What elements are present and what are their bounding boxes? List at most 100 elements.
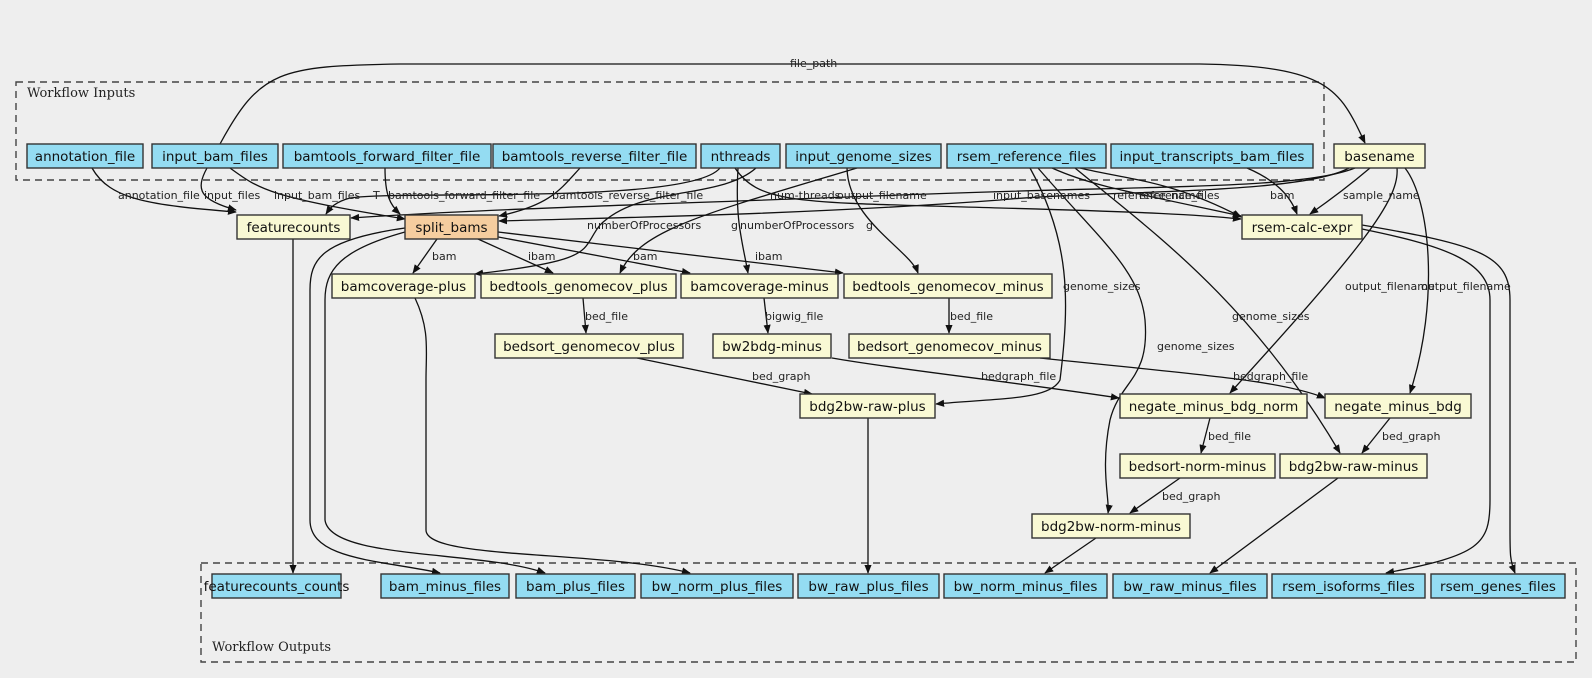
node-box[interactable] [1279, 453, 1428, 479]
node-bdg2bw-raw-plus[interactable]: bdg2bw-raw-plus [799, 393, 936, 419]
node-label: bw2bdg-minus [722, 339, 822, 355]
node-box[interactable] [1333, 143, 1426, 169]
node-label: bw_norm_minus_files [954, 579, 1098, 595]
edge-bedsort_genomecov_minus-to-negate_minus_bdg [1039, 357, 1326, 399]
node-basename[interactable]: basename [1333, 143, 1426, 169]
edge-label: bedgraph_file [981, 370, 1056, 383]
node-box[interactable] [943, 573, 1108, 599]
node-input_bam_files[interactable]: input_bam_files [151, 143, 279, 169]
edge-label: numberOfProcessors [740, 219, 854, 232]
node-rsem_genes_files[interactable]: rsem_genes_files [1430, 573, 1566, 599]
edge-label: bed_file [585, 310, 628, 323]
node-label: bamcoverage-plus [341, 279, 466, 295]
node-bdg2bw-raw-minus[interactable]: bdg2bw-raw-minus [1279, 453, 1428, 479]
node-bw_norm_plus_files[interactable]: bw_norm_plus_files [640, 573, 794, 599]
node-box[interactable] [848, 333, 1051, 359]
edge-label: genome_sizes [1157, 340, 1235, 353]
node-label: bdg2bw-raw-plus [809, 399, 925, 415]
node-bamtools_reverse_filter_file[interactable]: bamtools_reverse_filter_file [492, 143, 697, 169]
node-rsem_reference_files[interactable]: rsem_reference_files [946, 143, 1107, 169]
node-bam_plus_files[interactable]: bam_plus_files [515, 573, 636, 599]
node-box[interactable] [640, 573, 794, 599]
node-bedtools_genomecov_plus[interactable]: bedtools_genomecov_plus [480, 273, 677, 299]
node-bedsort_genomecov_plus[interactable]: bedsort_genomecov_plus [494, 333, 684, 359]
node-box[interactable] [151, 143, 279, 169]
node-box[interactable] [515, 573, 636, 599]
node-box[interactable] [211, 573, 342, 599]
node-rsem_isoforms_files[interactable]: rsem_isoforms_files [1271, 573, 1426, 599]
edge-label: bigwig_file [765, 310, 824, 323]
edge-input_genome_sizes-to-bdg2bw-norm-minus [1037, 167, 1147, 514]
edge-label: bedgraph_file [1233, 370, 1308, 383]
node-box[interactable] [946, 143, 1107, 169]
node-box[interactable] [480, 273, 677, 299]
edge-label: genome_sizes [1232, 310, 1310, 323]
node-box[interactable] [712, 333, 832, 359]
node-label: input_genome_sizes [795, 149, 932, 165]
node-box[interactable] [700, 143, 781, 169]
node-bam_minus_files[interactable]: bam_minus_files [380, 573, 510, 599]
node-box[interactable] [843, 273, 1053, 299]
node-bw2bdg-minus[interactable]: bw2bdg-minus [712, 333, 832, 359]
node-box[interactable] [1119, 453, 1276, 479]
node-bdg2bw-norm-minus[interactable]: bdg2bw-norm-minus [1031, 513, 1191, 539]
node-box[interactable] [680, 273, 839, 299]
node-box[interactable] [236, 214, 351, 240]
edge-label: bed_graph [752, 370, 810, 383]
node-label: bw_raw_plus_files [808, 579, 928, 595]
node-input_genome_sizes[interactable]: input_genome_sizes [785, 143, 942, 169]
edge-label: g [731, 219, 738, 232]
edge-label: bam [1270, 189, 1294, 202]
node-featurecounts_counts[interactable]: featurecounts_counts [204, 573, 350, 599]
node-label: negate_minus_bdg [1334, 399, 1462, 415]
node-box[interactable] [380, 573, 510, 599]
node-box[interactable] [404, 214, 499, 240]
node-box[interactable] [1430, 573, 1566, 599]
node-bedsort-norm-minus[interactable]: bedsort-norm-minus [1119, 453, 1276, 479]
node-split_bams[interactable]: split_bams [404, 214, 499, 240]
edge-basename-to-negate_minus_bdg [1404, 167, 1430, 394]
node-box[interactable] [331, 273, 476, 299]
node-box[interactable] [785, 143, 942, 169]
node-box[interactable] [282, 143, 492, 169]
node-box[interactable] [1324, 393, 1472, 419]
node-featurecounts[interactable]: featurecounts [236, 214, 351, 240]
node-box[interactable] [26, 143, 144, 169]
node-bamcoverage-minus[interactable]: bamcoverage-minus [680, 273, 839, 299]
node-box[interactable] [492, 143, 697, 169]
node-bedsort_genomecov_minus[interactable]: bedsort_genomecov_minus [848, 333, 1051, 359]
node-annotation_file[interactable]: annotation_file [26, 143, 144, 169]
edge-label: output_filename [1345, 280, 1435, 293]
node-box[interactable] [1119, 393, 1308, 419]
edge-bamtools_reverse_filter_file-to-split_bams [498, 167, 581, 218]
node-bamtools_forward_filter_file[interactable]: bamtools_forward_filter_file [282, 143, 492, 169]
node-negate_minus_bdg_norm[interactable]: negate_minus_bdg_norm [1119, 393, 1308, 419]
edge-nthreads-to-bamcoverage-minus [736, 167, 751, 274]
node-box[interactable] [494, 333, 684, 359]
node-bw_raw_plus_files[interactable]: bw_raw_plus_files [797, 573, 940, 599]
node-box[interactable] [1110, 143, 1314, 169]
node-box[interactable] [799, 393, 936, 419]
edge-label: bed_graph [1162, 490, 1220, 503]
edges-layer [91, 63, 1516, 576]
edge-nthreads-to-rsem-calc-expr [734, 167, 1242, 222]
node-label: rsem_genes_files [1440, 579, 1556, 595]
node-box[interactable] [1241, 214, 1363, 240]
node-box[interactable] [1271, 573, 1426, 599]
node-rsem-calc-expr[interactable]: rsem-calc-expr [1241, 214, 1363, 240]
node-box[interactable] [1112, 573, 1268, 599]
node-bw_raw_minus_files[interactable]: bw_raw_minus_files [1112, 573, 1268, 599]
node-input_transcripts_bam_files[interactable]: input_transcripts_bam_files [1110, 143, 1314, 169]
edge-label: ibam [528, 250, 556, 263]
node-nthreads[interactable]: nthreads [700, 143, 781, 169]
node-bedtools_genomecov_minus[interactable]: bedtools_genomecov_minus [843, 273, 1053, 299]
node-label: nthreads [711, 149, 771, 165]
node-bamcoverage-plus[interactable]: bamcoverage-plus [331, 273, 476, 299]
node-negate_minus_bdg[interactable]: negate_minus_bdg [1324, 393, 1472, 419]
node-box[interactable] [1031, 513, 1191, 539]
node-bw_norm_minus_files[interactable]: bw_norm_minus_files [943, 573, 1108, 599]
node-box[interactable] [797, 573, 940, 599]
cluster-workflow-outputs: Workflow Outputs [200, 562, 1577, 663]
